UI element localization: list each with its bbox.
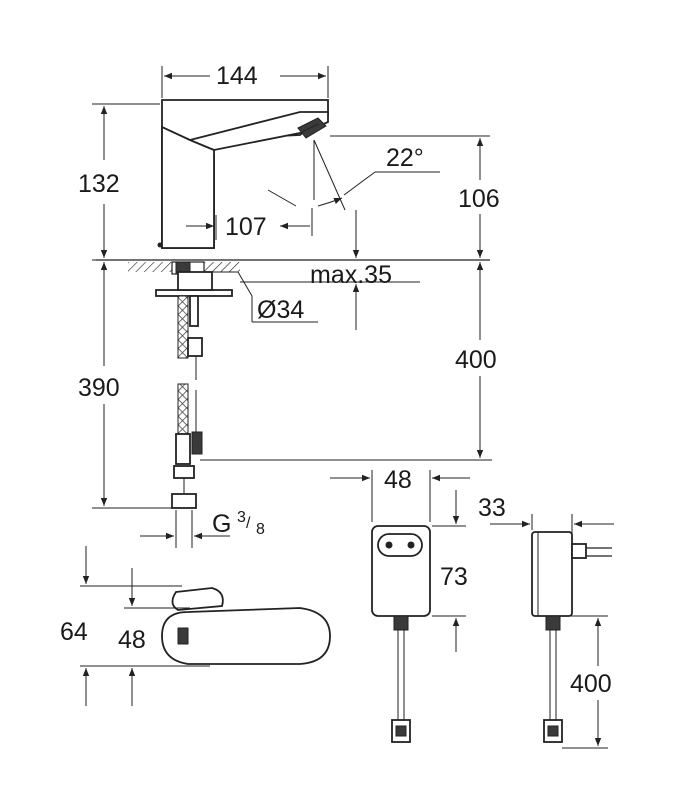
dim-box-width: 48 (330, 466, 470, 522)
dim-lever-heights: 64 48 (60, 546, 210, 706)
dim-lever-label: 48 (118, 626, 146, 654)
dim-box-height: 73 (432, 490, 468, 652)
dim-adapter-cable-label: 400 (570, 670, 612, 698)
dim-box-height-label: 73 (440, 563, 468, 591)
supply-hoses (171, 295, 203, 509)
dim-thread-prefix: G (212, 510, 231, 538)
dim-hose-length-label: 390 (78, 374, 120, 402)
dim-hole-diameter: Ø34 (212, 271, 318, 324)
dim-cable-length: 400 (200, 262, 497, 461)
dim-body-height-label: 132 (78, 170, 120, 198)
dim-body-height: 132 (78, 103, 160, 261)
dim-adapter-depth: 33 (478, 494, 614, 542)
dim-spout-angle-label: 22° (386, 144, 424, 172)
dim-max-thickness-label: max.35 (310, 261, 392, 289)
dim-box-width-label: 48 (384, 466, 412, 494)
dim-hole-diameter-label: Ø34 (257, 296, 304, 324)
dim-adapter-depth-label: 33 (478, 494, 506, 522)
dim-reach-label: 107 (225, 213, 267, 241)
faucet-top-view (161, 587, 331, 665)
dim-spout-width: 144 (161, 62, 329, 98)
plug-adapter (531, 531, 612, 743)
dim-hose-length: 390 (78, 262, 196, 509)
dim-reach: 107 (186, 189, 313, 241)
countertop-section (96, 259, 490, 297)
faucet-side-view (157, 99, 329, 249)
dim-max-thickness: max.35 (240, 210, 420, 330)
dim-cable-length-label: 400 (455, 346, 497, 374)
dim-lever-total-label: 64 (60, 618, 88, 646)
dim-outlet-height-label: 106 (458, 185, 500, 213)
dim-thread-numerator: 3 (237, 509, 246, 526)
dim-spout-width-label: 144 (216, 62, 258, 90)
dim-adapter-cable: 400 (562, 615, 612, 749)
spout-outlet (297, 117, 327, 139)
dim-spout-angle: 22° (313, 139, 440, 211)
dim-thread-denominator: 8 (256, 521, 265, 538)
power-supply-box (371, 525, 431, 743)
dim-outlet-height: 106 (330, 135, 500, 258)
sensor-dot (157, 242, 163, 248)
dim-thread-slash: / (246, 515, 251, 532)
dim-thread: G 3 / 8 (140, 509, 265, 548)
